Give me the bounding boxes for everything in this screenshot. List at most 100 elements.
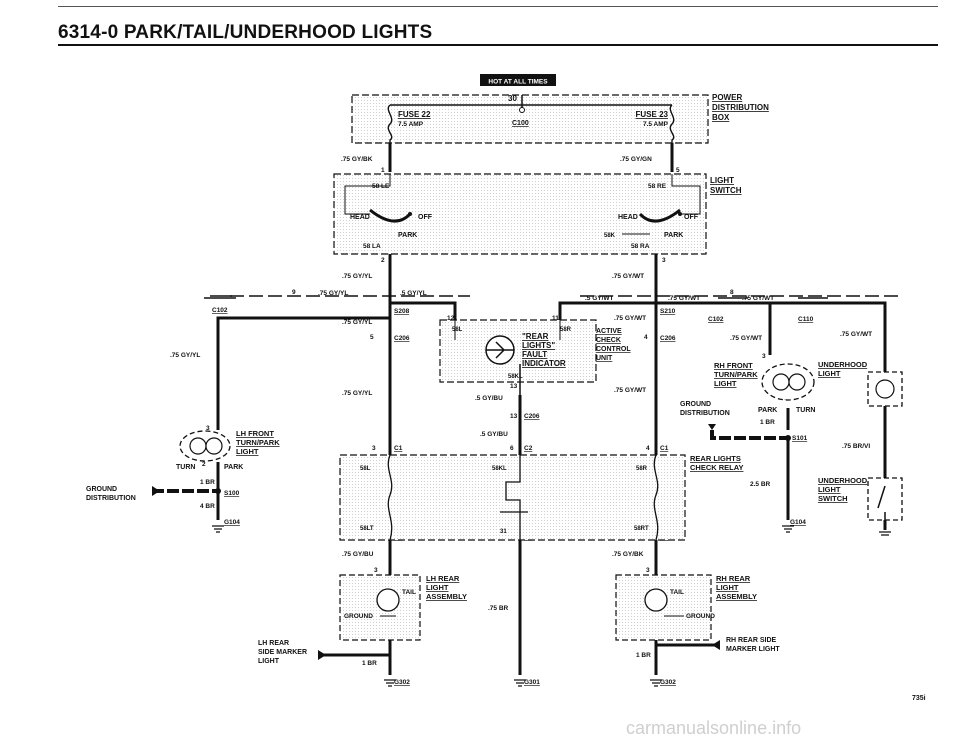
wire-gybu-a: .5 GY/BU xyxy=(475,395,503,402)
ci-l3: FAULT xyxy=(522,350,547,359)
gdr-l2: DISTRIBUTION xyxy=(680,410,730,417)
underhood-bulb xyxy=(875,379,895,399)
rhf-l2: TURN/PARK xyxy=(714,370,758,379)
lh-marker-arrow xyxy=(318,650,326,660)
conn-s208: S208 xyxy=(394,308,410,315)
rl-l2: CHECK RELAY xyxy=(690,463,743,472)
rh-front-bulb-1 xyxy=(772,373,790,391)
sw-head-l: HEAD xyxy=(350,214,370,221)
uhl-l1: UNDERHOOD xyxy=(818,360,868,369)
sw-pin2: 2 xyxy=(381,257,385,264)
hot-banner-text: HOT AT ALL TIMES xyxy=(488,79,548,86)
rhr-l2: LIGHT xyxy=(716,583,739,592)
conn-c206b: C206 xyxy=(660,335,676,342)
rh-tail-label: TAIL xyxy=(670,589,684,596)
wire-br2: 4 BR xyxy=(200,503,215,510)
bus-node xyxy=(519,107,525,113)
lhf-l1: LH FRONT xyxy=(236,429,274,438)
contact-l xyxy=(408,212,412,216)
conn-c1b: C1 xyxy=(660,445,669,452)
uhl-l2: LIGHT xyxy=(818,369,841,378)
lhm-l3: LIGHT xyxy=(258,658,280,665)
ccu-l1: ACTIVE xyxy=(596,328,622,335)
head-switch-l xyxy=(369,208,412,223)
conn-g302b: G302 xyxy=(660,679,676,686)
pb-l1: POWER xyxy=(712,93,742,102)
lhf-park: PARK xyxy=(224,464,243,471)
switch-internal xyxy=(344,174,701,215)
conn-g104a: G104 xyxy=(224,519,240,526)
ls-l1: LIGHT xyxy=(710,176,734,185)
ground-symbol-l xyxy=(212,525,224,533)
sw-park-r: PARK xyxy=(664,232,683,239)
pin-4b: 4 xyxy=(646,445,650,452)
lhm-l2: SIDE MARKER xyxy=(258,649,307,656)
header-rule xyxy=(58,44,938,46)
wire-br9: 1 BR xyxy=(636,652,651,659)
pb-l3: BOX xyxy=(712,113,730,122)
pin-11: 11 xyxy=(552,315,559,322)
trunk-wires xyxy=(216,254,887,675)
wire-gybk: .75 GY/BK xyxy=(341,156,373,163)
wire-gywt-h: .75 GY/WT xyxy=(614,387,646,394)
rh-tail-bulb xyxy=(644,588,668,612)
lhr-l2: LIGHT xyxy=(426,583,449,592)
pin-3e: 3 xyxy=(646,567,650,574)
wire-gywt-c: .75 GY/WT xyxy=(668,295,700,302)
wire-gygn: .75 GY/GN xyxy=(620,156,652,163)
fuse23-label: FUSE 23 xyxy=(636,110,669,119)
ci-l4: INDICATOR xyxy=(522,359,566,368)
wire-br3: 1 BR xyxy=(760,419,775,426)
fuse22 xyxy=(387,104,393,143)
pin-3d: 3 xyxy=(374,567,378,574)
fuse23-rating: 7.5 AMP xyxy=(643,121,669,128)
pin-9: 9 xyxy=(292,289,296,296)
gdl-l2: DISTRIBUTION xyxy=(86,495,136,502)
head-switch-r xyxy=(638,208,681,223)
lhr-l1: LH REAR xyxy=(426,574,460,583)
wire-gyyl-c: .5 GY/YL xyxy=(400,290,427,297)
conn-c206c: C206 xyxy=(524,413,540,420)
conn-c1a: C1 xyxy=(394,445,403,452)
lh-tail-bulb xyxy=(376,588,400,612)
pin-2b: 2 xyxy=(202,461,206,468)
sw-pin1: 1 xyxy=(381,167,385,174)
relay-58kl: 58KL xyxy=(492,466,507,472)
conn-c206a: C206 xyxy=(394,335,410,342)
fuse22-rating: 7.5 AMP xyxy=(398,121,424,128)
feed-wires xyxy=(388,143,674,172)
rl-l1: REAR LIGHTS xyxy=(690,454,741,463)
pb-l2: DISTRIBUTION xyxy=(712,103,769,112)
wire-gywt-g: .75 GY/WT xyxy=(840,331,872,338)
lhf-turn: TURN xyxy=(176,464,195,471)
sw-58re: 58 RE xyxy=(648,183,667,190)
wire-gybu-b: .5 GY/BU xyxy=(480,431,508,438)
pin-30: 30 xyxy=(508,94,517,103)
sw-58k: 58K xyxy=(604,233,616,239)
ground-bar-r xyxy=(710,430,788,440)
rhm-l2: MARKER LIGHT xyxy=(726,646,780,653)
pin-6: 6 xyxy=(510,445,514,452)
check-control-box xyxy=(439,319,597,383)
wire-gyyl-f: .75 GY/YL xyxy=(342,390,372,397)
wire-br4: 2.5 BR xyxy=(750,481,771,488)
wire-gyyl-a: .75 GY/YL xyxy=(342,273,372,280)
page-title: 6314-0 PARK/TAIL/UNDERHOOD LIGHTS xyxy=(58,22,433,43)
pin-8: 8 xyxy=(730,289,734,296)
rhm-l1: RH REAR SIDE xyxy=(726,637,777,644)
wire-gywt-a: .75 GY/WT xyxy=(612,273,644,280)
conn-g301: G301 xyxy=(524,679,540,686)
lh-front-bulb-2 xyxy=(205,437,223,455)
ci-l2: LIGHTS" xyxy=(522,341,555,350)
lh-ground-label: GROUND xyxy=(344,613,373,620)
conn-s210: S210 xyxy=(660,308,676,315)
s100-node xyxy=(215,488,221,494)
ccu-58r: 58R xyxy=(560,327,572,333)
